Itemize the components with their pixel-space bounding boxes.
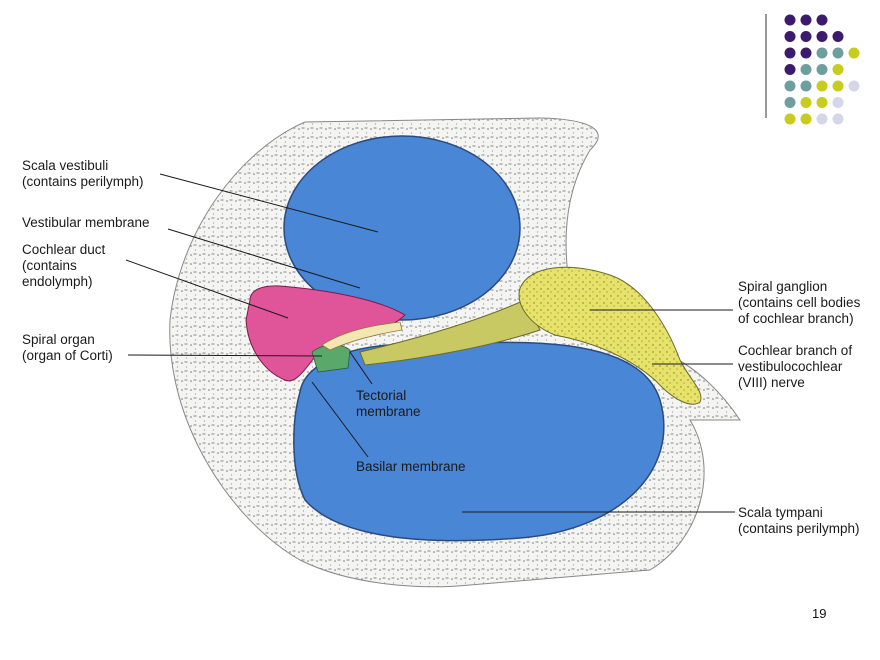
decor-dot [784, 113, 796, 125]
label-line: Vestibular membrane [22, 215, 150, 230]
decor-dot [848, 80, 860, 92]
label-line: (contains perilymph) [738, 521, 860, 536]
decor-dot [832, 31, 844, 42]
label-line: Scala vestibuli [22, 158, 109, 173]
label-line: (contains [22, 258, 77, 273]
label-line: of cochlear branch) [738, 311, 854, 326]
decor-dot [784, 14, 796, 26]
label-line: Cochlear duct [22, 242, 106, 257]
decor-dot [800, 80, 812, 92]
decor-dot [784, 97, 796, 108]
label-basilar-membrane: Basilar membrane [356, 459, 466, 475]
decor-dot [800, 14, 812, 26]
leader-vestibular-membrane [167, 228, 361, 289]
decor-dot [816, 64, 828, 75]
decor-dot [816, 97, 828, 108]
decor-dot [800, 64, 812, 75]
label-line: Scala tympani [738, 505, 823, 520]
scala-tympani-region [293, 341, 665, 542]
page-number: 19 [812, 606, 827, 621]
decor-dot [848, 47, 860, 59]
label-line: (organ of Corti) [22, 348, 113, 363]
leader-scala-vestibuli [159, 173, 379, 233]
label-line: vestibulocochlear [738, 359, 843, 374]
label-spiral-organ: Spiral organ (organ of Corti) [22, 332, 113, 364]
label-line: Tectorial [356, 388, 407, 403]
leader-lines [125, 173, 735, 513]
label-line: Spiral organ [22, 332, 95, 347]
label-tectorial-membrane: Tectorial membrane [356, 388, 421, 420]
label-vestibular-membrane: Vestibular membrane [22, 215, 150, 231]
decor-dot [816, 47, 828, 59]
decor-dot [832, 47, 844, 59]
decor-dot [800, 97, 812, 108]
label-cochlear-branch: Cochlear branch of vestibulocochlear (VI… [738, 343, 852, 391]
label-line: Basilar membrane [356, 459, 466, 474]
spiral-ganglion-region [518, 266, 702, 405]
label-line: membrane [356, 404, 421, 419]
decor-dot [784, 47, 796, 59]
decor-dot [816, 31, 828, 42]
label-line: (VIII) nerve [738, 375, 805, 390]
label-line: Cochlear branch of [738, 343, 853, 358]
scala-vestibuli-region [283, 135, 521, 321]
leader-tectorial-membrane [349, 351, 373, 385]
decor-dot [832, 113, 844, 125]
decor-dot [800, 113, 812, 125]
decor-dot [784, 64, 796, 75]
label-line: endolymph) [22, 274, 93, 289]
label-line: (contains perilymph) [22, 174, 144, 189]
label-spiral-ganglion: Spiral ganglion (contains cell bodies of… [738, 279, 860, 327]
tectorial-membrane-shape [321, 321, 403, 351]
label-scala-tympani: Scala tympani (contains perilymph) [738, 505, 860, 537]
decor-dot [832, 64, 844, 75]
decor-dot [816, 113, 828, 125]
leader-spiral-organ [127, 354, 323, 357]
label-line: (contains cell bodies [738, 295, 861, 310]
decor-dot [784, 31, 796, 42]
label-cochlear-duct: Cochlear duct (contains endolymph) [22, 242, 105, 290]
decor-dot [832, 97, 844, 108]
decor-dot [800, 47, 812, 59]
cochlear-nerve-branch [359, 299, 541, 366]
leader-basilar-membrane [311, 381, 369, 458]
decor-dot [816, 80, 828, 92]
label-scala-vestibuli: Scala vestibuli (contains perilymph) [22, 158, 144, 190]
label-line: Spiral ganglion [738, 279, 828, 294]
decor-dot [832, 80, 844, 92]
decor-dot [816, 14, 828, 26]
decor-dot [800, 31, 812, 42]
leader-cochlear-duct [125, 259, 289, 319]
decor-dot [784, 80, 796, 92]
